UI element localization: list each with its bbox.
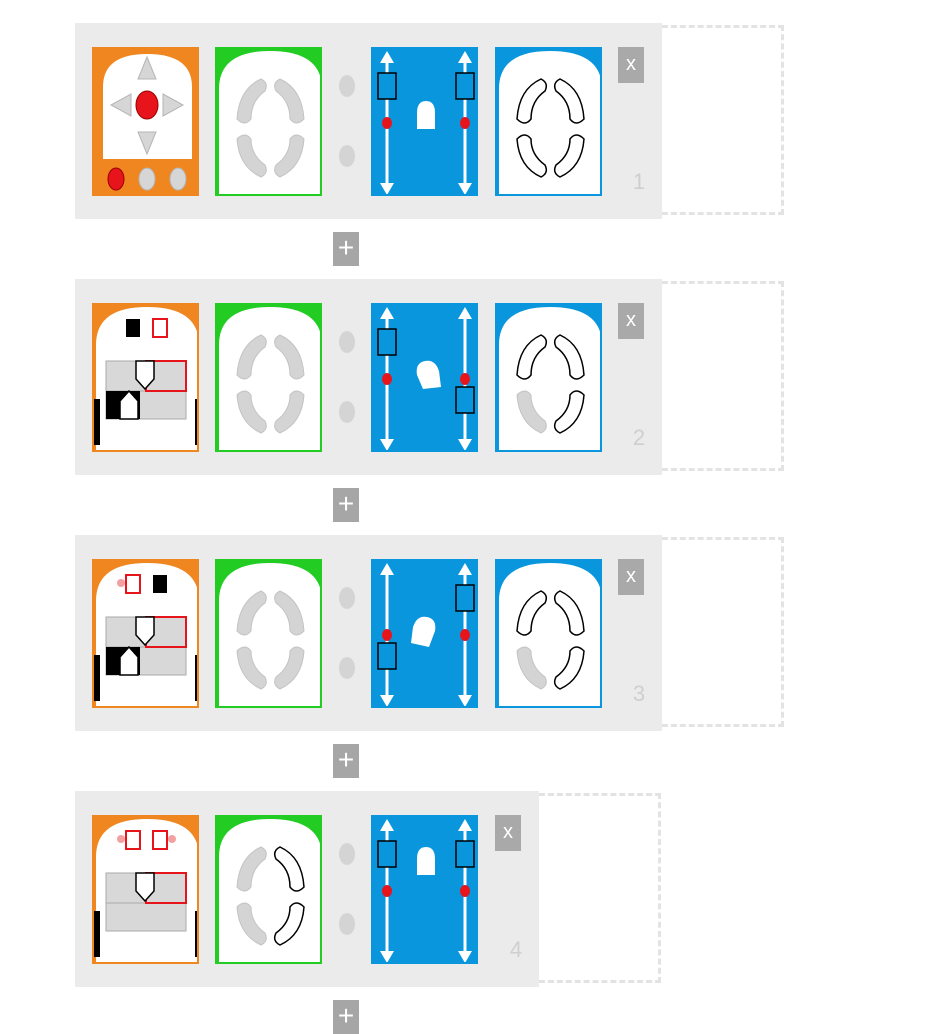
motor-movement-card[interactable] [371, 559, 478, 708]
sound-card[interactable] [495, 303, 602, 452]
connector-dot [339, 657, 355, 679]
light-leds-icon [217, 305, 320, 450]
light-leds-icon [217, 817, 320, 962]
light-action-card[interactable] [215, 815, 322, 964]
motors-icon [377, 819, 475, 962]
light-leds-icon [217, 561, 320, 706]
row-number: 3 [632, 681, 646, 706]
remove-row-button[interactable]: x [618, 47, 644, 83]
row-number: 4 [509, 937, 523, 962]
event-action-row-4: x 4 [0, 791, 939, 987]
sound-card[interactable] [495, 47, 602, 196]
drop-zone[interactable] [662, 281, 784, 471]
sound-icon [497, 561, 600, 706]
connector-dot [339, 401, 355, 423]
add-row-button[interactable]: + [333, 744, 359, 778]
connector-dot [339, 75, 355, 97]
light-action-card[interactable] [215, 559, 322, 708]
motor-movement-card[interactable] [371, 47, 478, 196]
event-action-row-3: x 3 [0, 535, 939, 731]
connector-dot [339, 587, 355, 609]
light-action-card[interactable] [215, 47, 322, 196]
motors-icon [377, 307, 475, 450]
row-number: 1 [632, 169, 646, 194]
connector-dot [339, 843, 355, 865]
drop-zone[interactable] [539, 793, 661, 983]
event-action-row-1: x 1 [0, 23, 939, 219]
motor-movement-card[interactable] [371, 303, 478, 452]
connector-dot [339, 913, 355, 935]
add-row-button[interactable]: + [333, 232, 359, 266]
sensors-icon [94, 561, 197, 706]
light-action-card[interactable] [215, 303, 322, 452]
row-number: 2 [632, 425, 646, 450]
sound-icon [497, 49, 600, 194]
motors-icon [377, 563, 475, 706]
motors-icon [377, 51, 475, 194]
remove-row-button[interactable]: x [618, 303, 644, 339]
remote-control-condition-card[interactable] [92, 47, 199, 196]
drop-zone[interactable] [662, 537, 784, 727]
remove-row-button[interactable]: x [618, 559, 644, 595]
sound-card[interactable] [495, 559, 602, 708]
ground-sensor-condition-card[interactable] [92, 303, 199, 452]
sensors-icon [94, 817, 197, 962]
ground-sensor-condition-card[interactable] [92, 815, 199, 964]
connector-dot [339, 145, 355, 167]
event-action-row-2: x 2 [0, 279, 939, 475]
drop-zone[interactable] [662, 25, 784, 215]
ground-sensor-condition-card[interactable] [92, 559, 199, 708]
connector-dot [339, 331, 355, 353]
motor-movement-card[interactable] [371, 815, 478, 964]
remote-control-icon [94, 49, 197, 194]
light-leds-icon [217, 49, 320, 194]
add-row-button[interactable]: + [333, 1000, 359, 1034]
sensors-icon [94, 305, 197, 450]
sound-icon [497, 305, 600, 450]
add-row-button[interactable]: + [333, 488, 359, 522]
remove-row-button[interactable]: x [495, 815, 521, 851]
